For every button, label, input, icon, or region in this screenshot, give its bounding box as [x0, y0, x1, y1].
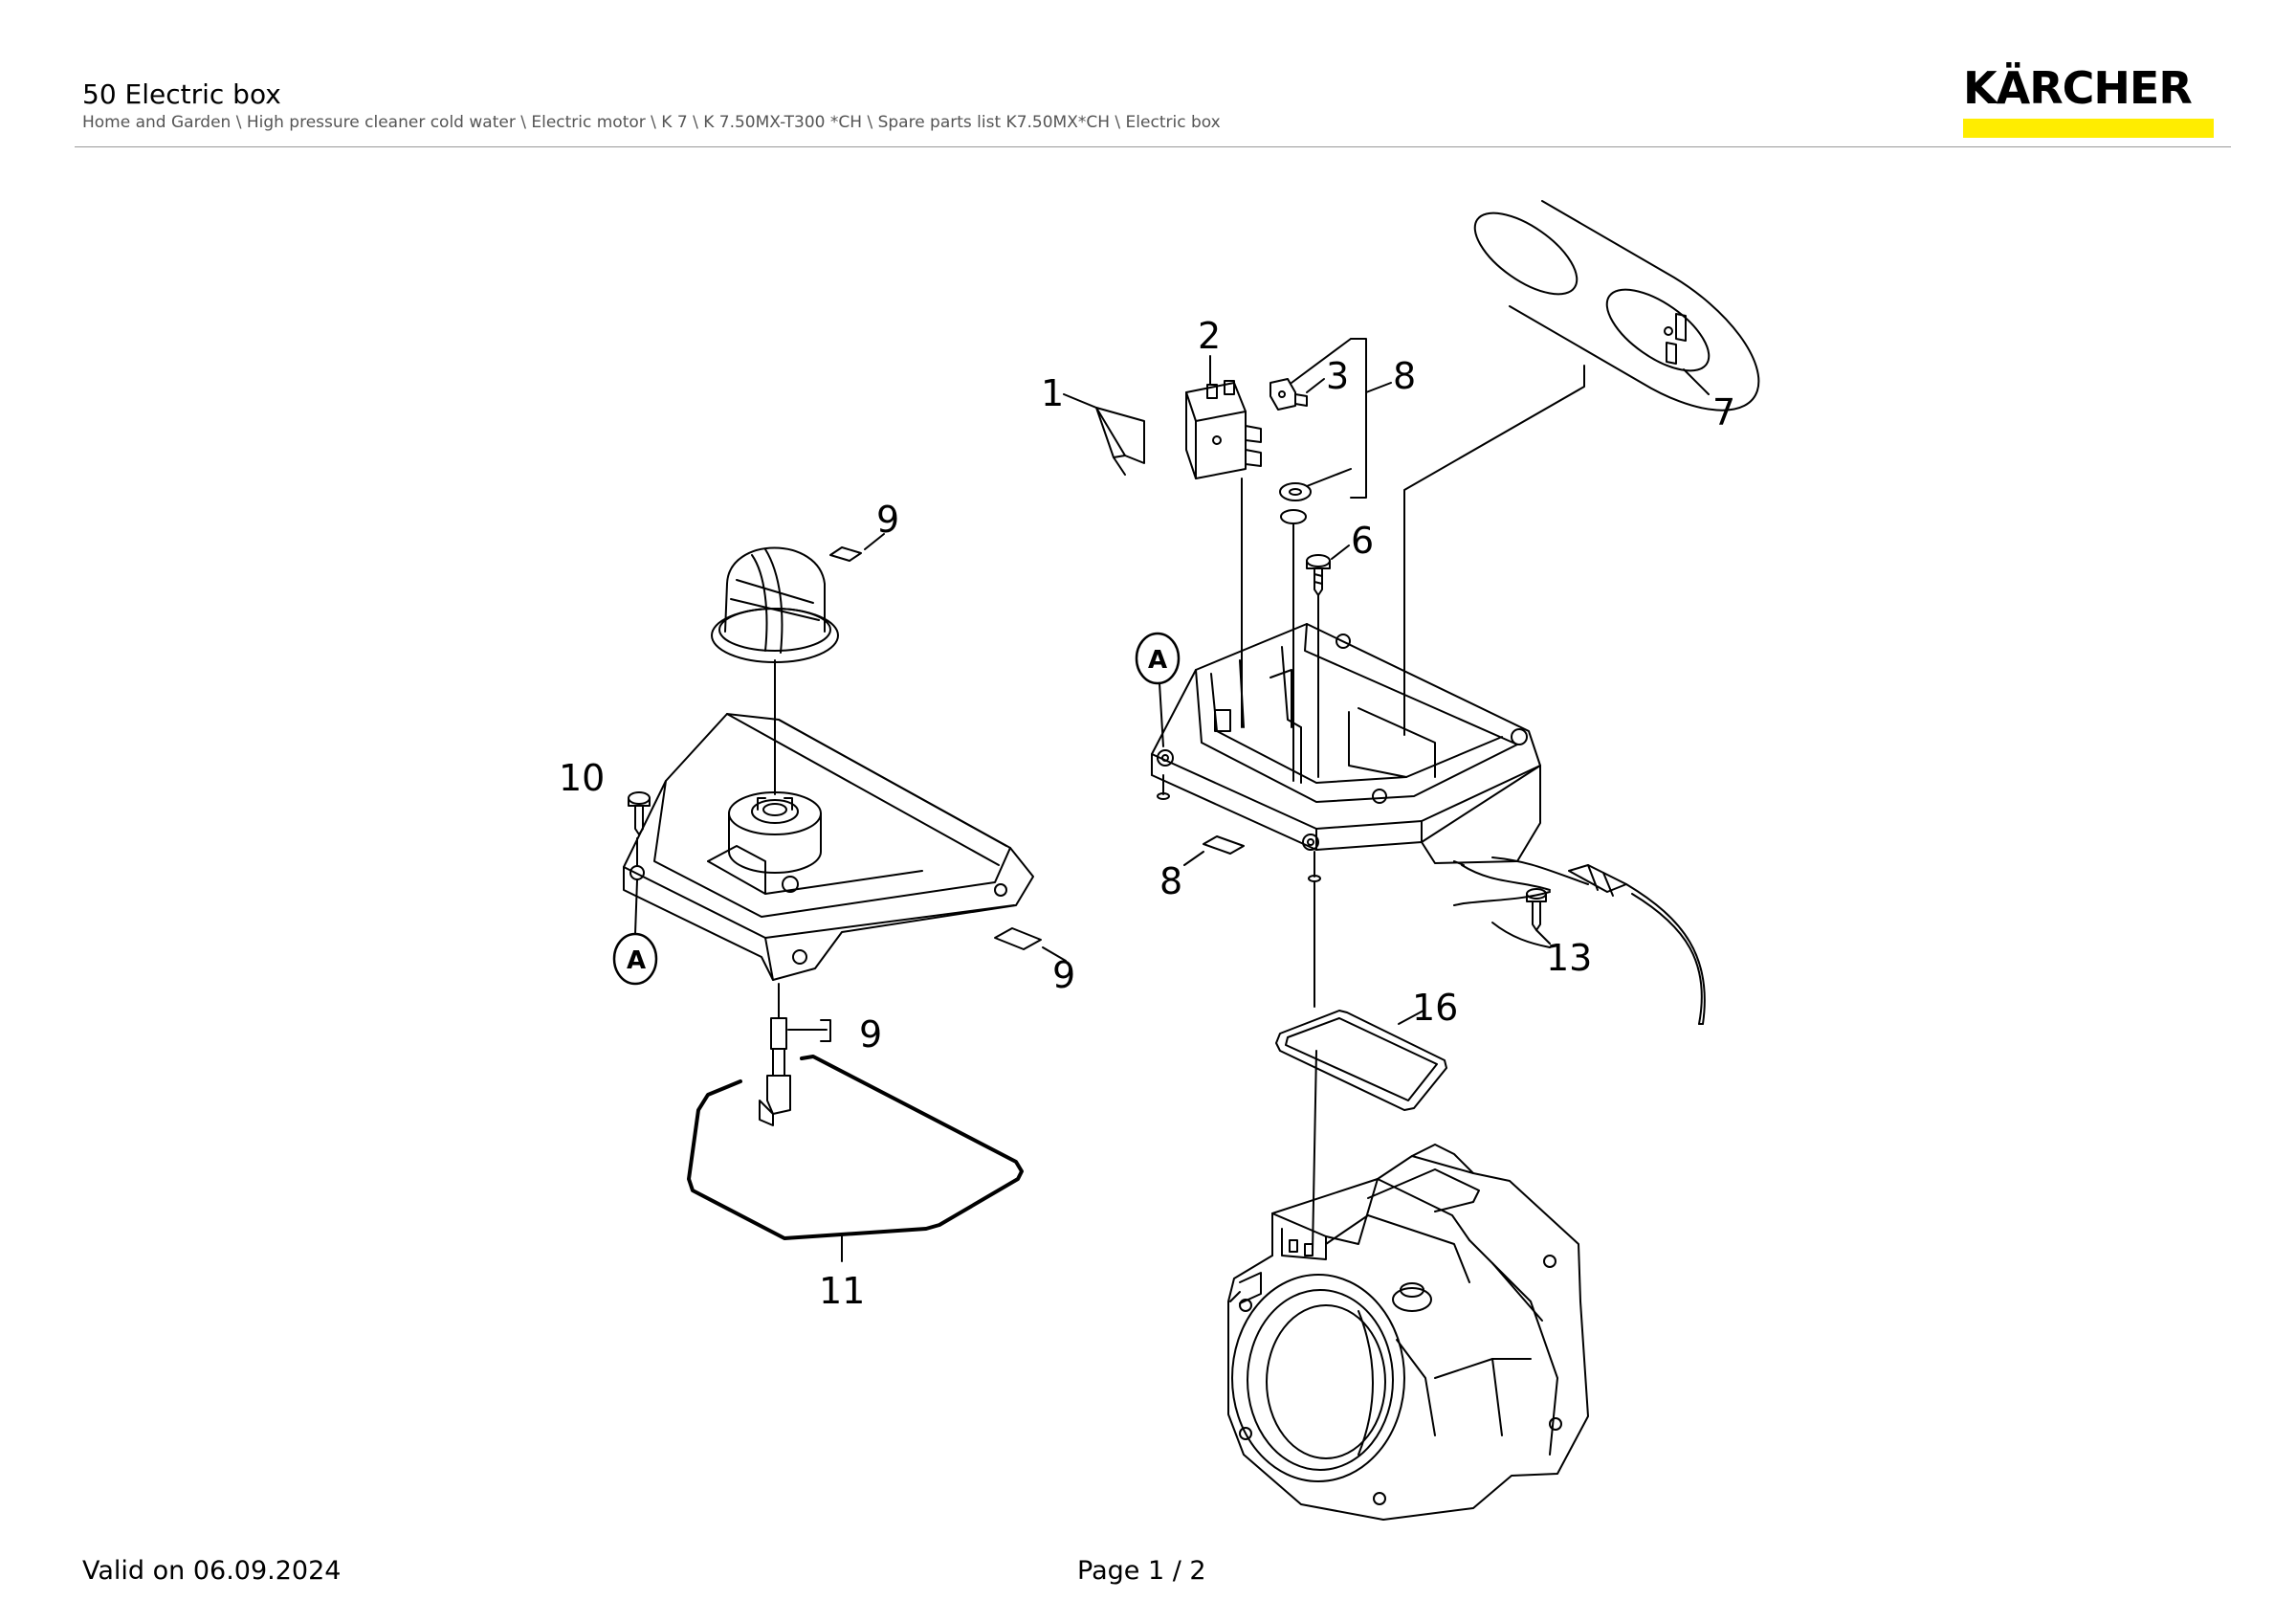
- reference-a-left-label: A: [627, 946, 646, 975]
- leader-6: [1331, 545, 1350, 560]
- part-16-gasket: [1275, 1010, 1447, 1111]
- leader-1: [1063, 393, 1097, 409]
- callout-9-lower[interactable]: 9: [859, 1013, 882, 1056]
- callout-7[interactable]: 7: [1712, 391, 1735, 434]
- left-cover-knob-socket: [728, 791, 822, 874]
- karcher-logo: KÄRCHER: [1963, 63, 2214, 138]
- part-8-plate: [1203, 835, 1245, 855]
- callout-8-top[interactable]: 8: [1393, 355, 1416, 397]
- part-3-terminal: [1269, 378, 1308, 411]
- part-11-cord-ring: [687, 1055, 1024, 1240]
- reference-a-left: [612, 879, 658, 986]
- part-7-capacitor: [1473, 200, 1760, 411]
- reference-a-right: [1135, 632, 1181, 747]
- callout-10[interactable]: 10: [559, 757, 605, 799]
- callout-16[interactable]: 16: [1412, 987, 1458, 1029]
- part-10-screw: [628, 791, 651, 835]
- callout-1[interactable]: 1: [1041, 372, 1064, 414]
- footer-page-number: Page 1 / 2: [1077, 1556, 1206, 1586]
- header-divider: [75, 146, 2231, 147]
- callout-13[interactable]: 13: [1546, 937, 1592, 979]
- callout-3[interactable]: 3: [1326, 355, 1349, 397]
- footer-valid-date: Valid on 06.09.2024: [82, 1556, 342, 1586]
- leader-7-route: [1403, 365, 1585, 736]
- part-connector-shaft: [759, 983, 791, 1126]
- callout-11[interactable]: 11: [819, 1270, 865, 1312]
- electric-box-housing: [1151, 623, 1541, 882]
- callout-2[interactable]: 2: [1198, 315, 1221, 357]
- callout-8-lower[interactable]: 8: [1159, 860, 1182, 902]
- callout-6[interactable]: 6: [1351, 520, 1374, 562]
- part-2-switch: [1185, 380, 1262, 479]
- part-1-bracket: [1095, 407, 1145, 476]
- part-o-ring: [1280, 509, 1307, 524]
- part-6-screw: [1306, 554, 1331, 596]
- leader-13: [1535, 929, 1551, 945]
- leader-3: [1306, 378, 1325, 393]
- motor-housing: [1227, 1144, 1589, 1521]
- part-knob: [711, 546, 839, 663]
- callout-9-top[interactable]: 9: [876, 499, 899, 541]
- part-washer: [1279, 482, 1312, 501]
- breadcrumb: Home and Garden \ High pressure cleaner …: [82, 113, 1221, 132]
- leader-9-top: [829, 546, 862, 562]
- leader-16: [1398, 1010, 1424, 1025]
- page-title: 50 Electric box: [82, 78, 281, 110]
- callout-9-middle[interactable]: 9: [1052, 954, 1075, 996]
- part-power-cable: [1453, 856, 1706, 1025]
- logo-text: KÄRCHER: [1963, 62, 2193, 114]
- reference-a-right-label: A: [1148, 646, 1167, 675]
- leader-8-lower: [1183, 851, 1204, 866]
- left-cover: [623, 713, 1034, 981]
- leader-9-lower: [787, 1019, 831, 1042]
- part-9-plate: [994, 927, 1042, 950]
- leader-8-bracket: [1350, 338, 1367, 499]
- leader-7: [1683, 368, 1710, 395]
- logo-yellow-bar: [1963, 119, 2214, 138]
